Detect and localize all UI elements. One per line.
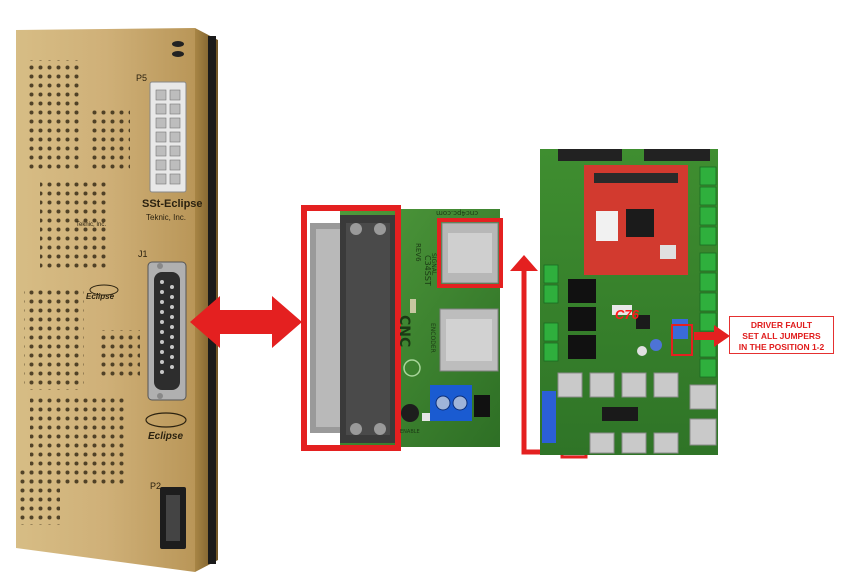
- breakout-url-label: cnc4pc.com: [436, 209, 479, 217]
- drive-port-p5-label: P5: [136, 73, 148, 83]
- drive-body-graphic: [16, 28, 218, 572]
- drive-brand-label: SSt-Eclipse: [142, 198, 203, 210]
- drive-maker-small-label: Teknic, Inc.: [76, 222, 107, 228]
- servo-drive: P5 SSt-Eclipse Teknic, Inc. Teknic, Inc.…: [0, 0, 230, 583]
- drive-port-j1-label: J1: [138, 249, 148, 259]
- breakout-rev-label: REV6: [414, 243, 422, 262]
- breakout-enable-label: ENABLE: [400, 429, 420, 435]
- component-c76-label: C76: [615, 307, 639, 322]
- drive-port-p2-label: P2: [150, 481, 162, 491]
- callout-line-2: SET ALL JUMPERS: [742, 331, 821, 341]
- breakout-encoder-label: ENCODER: [429, 323, 436, 353]
- drive-logo-small: Eclipse: [86, 292, 115, 301]
- breakout-brand-label: CNC: [396, 315, 412, 348]
- main-controller-board: [540, 145, 720, 455]
- breakout-board: CNC C34SST REV6 cnc4pc.com SIGNAL ENCODE…: [300, 203, 510, 455]
- callout-line-3: IN THE POSITION 1-2: [738, 342, 825, 352]
- callout-arrow-icon: [694, 325, 730, 347]
- double-arrow-icon: [190, 296, 302, 348]
- drive-maker-label: Teknic, Inc.: [146, 213, 187, 222]
- breakout-board-graphic: [301, 205, 503, 451]
- breakout-signal-label: SIGNAL: [430, 253, 437, 276]
- drive-logo: Eclipse: [148, 431, 184, 442]
- driver-fault-callout: DRIVER FAULT SET ALL JUMPERS IN THE POSI…: [729, 316, 834, 354]
- callout-line-1: DRIVER FAULT: [750, 320, 813, 330]
- main-board-graphic: [540, 149, 718, 455]
